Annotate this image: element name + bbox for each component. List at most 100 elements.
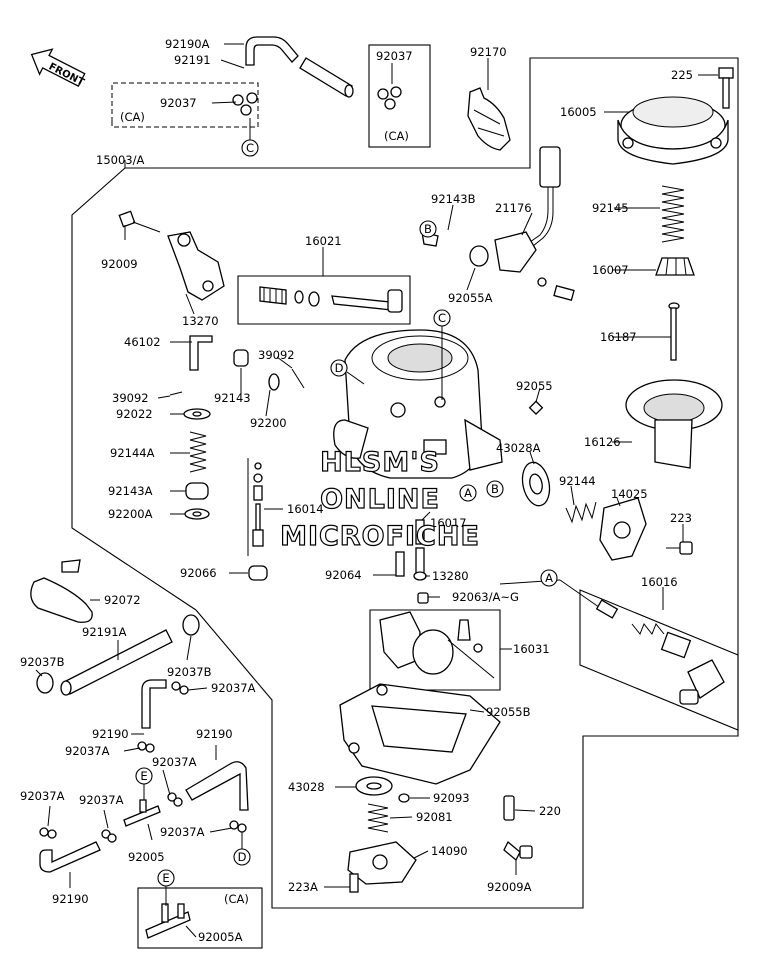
label-92145: 92145 xyxy=(592,201,629,215)
clip-92037-right xyxy=(377,86,402,110)
bolt-225 xyxy=(718,67,734,109)
needle-16187 xyxy=(668,302,680,361)
throttle-sensor-21176 xyxy=(494,146,575,301)
clip-92037A-b xyxy=(137,741,155,753)
label-16021: 16021 xyxy=(305,234,342,248)
label-92190-1: 92190 xyxy=(92,727,129,741)
label-21176: 21176 xyxy=(495,201,532,215)
watermark-line-1: HLSM'S xyxy=(320,447,440,478)
label-16031: 16031 xyxy=(513,642,550,656)
ref-letter-D: D xyxy=(238,850,247,864)
clip-92037A-c xyxy=(167,792,183,807)
label-92009A: 92009A xyxy=(487,880,532,894)
float-kit-box xyxy=(369,609,501,691)
label-16017: 16017 xyxy=(430,516,467,530)
ca-box-top-right xyxy=(368,44,431,148)
label-13280: 13280 xyxy=(432,569,469,583)
ref-circle-B-top: B xyxy=(419,220,437,238)
ref-circle-C-body: C xyxy=(433,309,451,400)
label-92081: 92081 xyxy=(416,810,453,824)
label-13270: 13270 xyxy=(182,314,219,328)
screw-223 xyxy=(666,541,693,555)
label-92037A-6: 92037A xyxy=(160,825,205,839)
label-92143A: 92143A xyxy=(108,484,153,498)
joint-92005 xyxy=(123,799,161,827)
label-14090: 14090 xyxy=(431,844,468,858)
collar-92143 xyxy=(233,349,249,367)
label-92037A-2: 92037A xyxy=(65,744,110,758)
gasket-43028 xyxy=(355,776,393,796)
cap-92066 xyxy=(248,565,268,581)
accel-pump-14025 xyxy=(599,497,647,561)
label-92144A: 92144A xyxy=(110,446,155,460)
pilot-jet-kit-box xyxy=(237,275,411,325)
float-chamber xyxy=(339,683,501,785)
main-assembly-frame xyxy=(71,57,739,909)
ref-letter-B: B xyxy=(491,482,499,496)
label-16016: 16016 xyxy=(641,575,678,589)
label-43028: 43028 xyxy=(288,780,325,794)
label-92037A-1: 92037A xyxy=(211,681,256,695)
ref-letter-C: C xyxy=(246,141,254,155)
throttle-bracket-13270 xyxy=(167,231,225,301)
label-92191: 92191 xyxy=(174,53,211,67)
label-92064: 92064 xyxy=(325,568,362,582)
ref-letter-E: E xyxy=(140,769,147,783)
ref-circle-A-pump: A xyxy=(540,569,558,587)
hose-92190-a xyxy=(141,679,167,729)
needle-jet-16017 xyxy=(415,519,425,545)
washer-92200A xyxy=(184,508,210,520)
ref-circle-B-body: B xyxy=(486,480,504,498)
label-92005: 92005 xyxy=(128,850,165,864)
label-220: 220 xyxy=(539,804,561,818)
label-16126: 16126 xyxy=(584,435,621,449)
label-223: 223 xyxy=(670,511,692,525)
ref-circle-C-top: C xyxy=(241,118,259,157)
clip-92037A-d xyxy=(229,820,247,833)
label-15003A: 15003/A xyxy=(96,153,144,167)
leader-lines xyxy=(35,43,718,938)
oring-92055 xyxy=(528,400,544,415)
ref-letter-A: A xyxy=(545,571,553,585)
label-92190-3: 92190 xyxy=(52,892,89,906)
label-39092-b: 39092 xyxy=(258,348,295,362)
ref-circle-E-bottom: E xyxy=(157,869,175,906)
label-92037-top: 92037 xyxy=(376,49,413,63)
pilot-screw-kit-16021 xyxy=(259,286,403,313)
cable-bracket-46102 xyxy=(189,335,213,371)
label-92037-left: 92037 xyxy=(160,96,197,110)
label-ca-top-right: (CA) xyxy=(384,129,409,143)
carburetor-body xyxy=(333,329,503,479)
label-92055: 92055 xyxy=(516,379,553,393)
label-92066: 92066 xyxy=(180,566,217,580)
screw-92064 xyxy=(395,551,405,577)
label-16014: 16014 xyxy=(287,502,324,516)
collar-92143A xyxy=(185,482,209,500)
label-92063: 92063/A~G xyxy=(452,590,519,604)
label-92037A-5: 92037A xyxy=(79,793,124,807)
watermark-line-3: MICROFICHE xyxy=(280,521,480,552)
clip-92037A-a xyxy=(171,681,189,695)
watermark-line-2: ONLINE xyxy=(320,484,440,515)
washer-92022 xyxy=(183,408,211,420)
ref-circle-A-body: A xyxy=(459,484,477,502)
screw-223A xyxy=(349,873,359,893)
label-92005A: 92005A xyxy=(198,930,243,944)
label-92170: 92170 xyxy=(470,45,507,59)
label-92022: 92022 xyxy=(116,407,153,421)
washer-92200 xyxy=(268,373,280,391)
ref-letter-A: A xyxy=(464,486,472,500)
spring-seat-16007 xyxy=(655,257,695,276)
clamp-92037B-right xyxy=(182,614,200,636)
ref-letter-C: C xyxy=(438,311,446,325)
top-cover-16005 xyxy=(617,96,729,165)
label-92200A: 92200A xyxy=(108,507,153,521)
label-92055B: 92055B xyxy=(486,705,531,719)
ref-circle-E-mid: E xyxy=(135,767,153,800)
pin-39092-left xyxy=(169,391,183,396)
jet-set-16014 xyxy=(252,462,264,547)
jet-92063 xyxy=(417,592,429,604)
label-223A: 223A xyxy=(288,880,318,894)
label-ca-bottom: (CA) xyxy=(224,892,249,906)
